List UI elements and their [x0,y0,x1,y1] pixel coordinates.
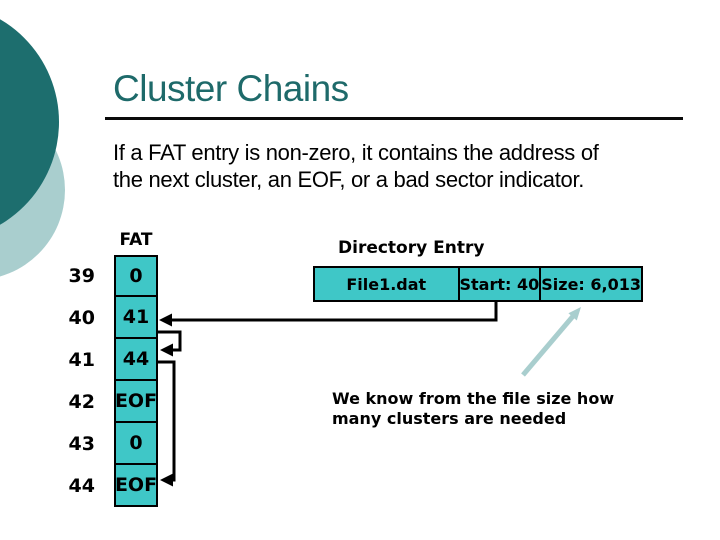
fat-row-index: 44 [68,475,95,497]
fat-column-label: FAT [119,230,153,250]
fat-table: 39 0 40 41 41 44 42 EOF 43 0 44 EOF [55,255,158,507]
chain-arrow-40-41 [158,330,182,357]
slide-title: Cluster Chains [113,68,349,109]
fat-row-39: 39 0 [55,255,158,297]
directory-filename-cell: File1.dat [346,274,427,294]
directory-start-cell: Start: 40 [457,268,539,300]
note-line-1: We know from the file size how [332,389,615,408]
directory-size-cell: Size: 6,013 [539,268,641,300]
body-line-1: If a FAT entry is non-zero, it contains … [113,140,599,165]
fat-row-index: 42 [68,391,95,413]
fat-row-index: 43 [68,433,95,455]
body-line-2: the next cluster, an EOF, or a bad secto… [113,167,585,192]
directory-entry-table: File1.dat Start: 40 Size: 6,013 [313,266,643,302]
fat-cell-value: 41 [114,297,158,339]
start-pointer-arrow [159,302,498,327]
fat-cell-value: 0 [114,423,158,465]
directory-entry-label: Directory Entry [338,238,485,258]
fat-cell-value: EOF [114,465,158,507]
fat-row-40: 40 41 [55,297,158,339]
fat-row-index: 40 [68,307,95,329]
note-line-2: many clusters are needed [332,409,567,428]
fat-row-43: 43 0 [55,423,158,465]
size-annotation-arrow [521,307,581,377]
fat-row-41: 41 44 [55,339,158,381]
fat-row-44: 44 EOF [55,465,158,507]
file-size-note: We know from the file size how many clus… [332,389,614,429]
slide-body: If a FAT entry is non-zero, it contains … [113,139,599,193]
fat-cell-value: EOF [114,381,158,423]
fat-row-index: 41 [68,349,95,371]
fat-cell-value: 0 [114,255,158,297]
chain-arrow-41-44 [158,360,176,487]
fat-cell-value: 44 [114,339,158,381]
fat-row-42: 42 EOF [55,381,158,423]
fat-row-index: 39 [68,265,95,287]
title-underline [105,117,683,120]
